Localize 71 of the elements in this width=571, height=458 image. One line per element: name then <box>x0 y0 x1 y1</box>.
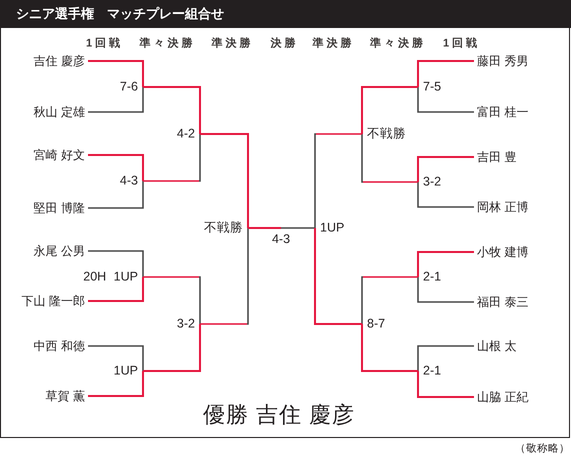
round-heading: 決勝 <box>270 37 298 51</box>
match-score: 2-1 <box>423 270 442 284</box>
bracket-line <box>88 277 144 302</box>
title: シニア選手権 マッチプレー組合せ <box>16 6 224 22</box>
match-score: 2-1 <box>423 364 442 378</box>
bracket-line <box>88 60 144 87</box>
bracket-line <box>200 133 249 228</box>
bracket-line <box>88 371 144 397</box>
footnote: （敬称略） <box>515 442 570 456</box>
player-name: 秋山 定雄 <box>34 104 85 120</box>
bracket-line <box>361 276 418 324</box>
player-name: 宮崎 好文 <box>34 148 85 162</box>
match-score: 7-6 <box>120 80 138 94</box>
player-name: 堅田 博隆 <box>34 200 85 216</box>
bracket-line <box>88 181 144 209</box>
player-name: 永尾 公男 <box>34 244 85 258</box>
bracket-line <box>417 60 474 87</box>
bracket-line <box>88 250 144 277</box>
player-name: 山根 太 <box>477 338 516 354</box>
player-name: 山脇 正紀 <box>477 390 528 404</box>
bracket-line <box>200 228 249 325</box>
player-name: 中西 和徳 <box>34 338 85 354</box>
bracket-line <box>417 277 474 303</box>
round-heading: 1回戦 <box>86 37 124 51</box>
player-name: 小牧 建博 <box>477 244 528 260</box>
bracket-line <box>314 228 362 325</box>
match-score: 1UP <box>114 364 138 378</box>
bracket-line <box>143 276 201 324</box>
bracket-line <box>361 134 418 183</box>
round-heading: 準決勝 <box>312 37 354 51</box>
match-score: 4-3 <box>120 174 138 188</box>
player-name: 吉住 慶彦 <box>34 54 85 68</box>
player-name: 福田 泰三 <box>477 294 528 310</box>
match-score: 3-2 <box>176 316 195 332</box>
bracket-line <box>417 87 474 113</box>
player-name: 下山 隆一郎 <box>22 294 85 308</box>
bracket-line <box>417 182 474 208</box>
bracket-line <box>88 154 144 181</box>
bracket-line <box>143 86 201 134</box>
bracket-line <box>417 371 474 398</box>
match-score: 20H 1UP <box>83 270 138 284</box>
bracket-line <box>143 134 201 182</box>
bracket-line <box>417 251 474 277</box>
match-score: 8-7 <box>367 316 386 332</box>
bracket-line <box>248 227 281 229</box>
bracket-line <box>88 87 144 113</box>
match-score: 不戦勝 <box>204 220 243 236</box>
round-heading: 準決勝 <box>212 37 254 51</box>
player-name: 吉田 豊 <box>477 150 516 164</box>
round-heading: 1回戦 <box>442 37 480 51</box>
player-name: 藤田 秀男 <box>477 54 528 68</box>
bracket-line <box>417 156 474 182</box>
round-heading: 準々決勝 <box>140 37 196 51</box>
bracket-line <box>281 227 315 229</box>
bracket-line <box>143 324 201 372</box>
player-name: 富田 桂一 <box>477 104 528 120</box>
match-score: 不戦勝 <box>367 126 406 142</box>
match-score: 3-2 <box>423 174 442 190</box>
bracket-line <box>417 345 474 371</box>
player-name: 草賀 薫 <box>46 388 85 404</box>
match-score: 7-5 <box>423 80 442 94</box>
bracket-line <box>361 324 418 372</box>
match-score: 1UP <box>320 220 344 236</box>
bracket-line <box>88 345 144 371</box>
bracket-line <box>361 86 418 134</box>
round-heading: 準々決勝 <box>370 37 426 51</box>
bracket-line <box>314 133 362 228</box>
match-score: 4-3 <box>272 232 290 247</box>
match-score: 4-2 <box>176 126 195 142</box>
player-name: 岡林 正博 <box>477 200 528 214</box>
champion-text: 優勝 吉住 慶彦 <box>202 402 356 428</box>
